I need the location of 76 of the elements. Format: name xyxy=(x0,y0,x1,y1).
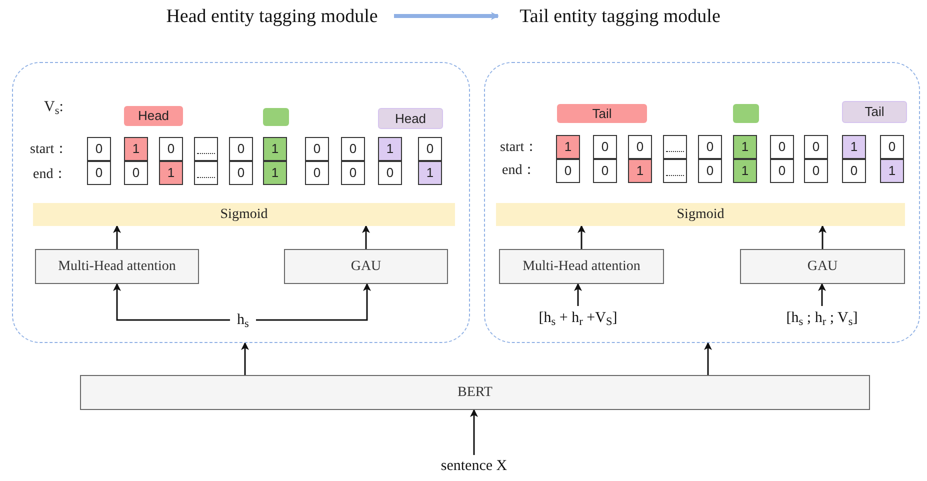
ellipsis-cell xyxy=(194,161,218,185)
row-label: start： xyxy=(30,141,68,159)
arrow xyxy=(256,283,371,321)
row-label: end： xyxy=(33,166,68,184)
tag-cell: 0 xyxy=(87,137,111,161)
tag-box xyxy=(733,104,759,123)
tag-cell: 1 xyxy=(628,159,652,183)
tag-label: Head xyxy=(378,108,443,129)
ellipsis-cell xyxy=(663,135,687,159)
tag-cell: 0 xyxy=(770,135,794,159)
arrow xyxy=(578,225,586,249)
tag-cell: 1 xyxy=(263,161,287,185)
arrow xyxy=(470,409,478,455)
arrow xyxy=(394,12,499,20)
tag-cell: 0 xyxy=(159,137,183,161)
tag-cell: 1 xyxy=(556,135,580,159)
process-box: GAU xyxy=(284,249,448,284)
tag-cell: 1 xyxy=(418,161,442,185)
tag-cell: 1 xyxy=(263,137,287,161)
ellipsis-cell xyxy=(194,137,218,161)
tag-cell: 0 xyxy=(804,135,828,159)
tag-cell: 0 xyxy=(87,161,111,185)
input-label: [h$_{s}$ + h$_{r}$ +V$_{S}$] xyxy=(528,306,628,330)
module-title: Head entity tagging module xyxy=(165,5,379,29)
arrow xyxy=(362,225,370,249)
tag-cell: 1 xyxy=(880,159,904,183)
tag-cell: 0 xyxy=(698,159,722,183)
tag-cell: 1 xyxy=(159,161,183,185)
tag-cell: 0 xyxy=(556,159,580,183)
tag-cell: 1 xyxy=(842,135,866,159)
tag-cell: 1 xyxy=(733,135,757,159)
process-box: Multi-Head attention xyxy=(35,249,199,284)
tag-cell: 1 xyxy=(733,159,757,183)
row-label: V$_{s}$: xyxy=(44,98,64,118)
tag-cell: 0 xyxy=(770,159,794,183)
tag-cell: 0 xyxy=(842,159,866,183)
tag-cell: 0 xyxy=(698,135,722,159)
sigmoid-bar: Sigmoid xyxy=(33,203,455,226)
tag-cell: 0 xyxy=(593,159,617,183)
tag-cell: 1 xyxy=(124,137,148,161)
tag-cell: 0 xyxy=(305,161,329,185)
tag-cell: 0 xyxy=(229,161,253,185)
row-label: start： xyxy=(500,139,538,157)
arrow xyxy=(818,283,826,306)
process-box: Multi-Head attention xyxy=(499,249,664,284)
arrow xyxy=(241,342,249,375)
row-label: end： xyxy=(502,162,536,180)
tag-cell: 0 xyxy=(880,135,904,159)
input-label: [h$_{s}$ ; h$_{r}$ ; V$_{s}$] xyxy=(772,306,872,330)
arrow xyxy=(113,283,230,321)
tag-cell: 0 xyxy=(124,161,148,185)
tag-cell: 0 xyxy=(418,137,442,161)
tag-cell: 0 xyxy=(593,135,617,159)
module-title: Tail entity tagging module xyxy=(518,5,722,29)
tag-cell: 1 xyxy=(378,137,402,161)
tag-cell: 0 xyxy=(378,161,402,185)
tag-label: Head xyxy=(124,106,183,126)
input-label: h$_{s}$ xyxy=(230,308,256,332)
tag-box xyxy=(263,108,289,126)
tag-cell: 0 xyxy=(804,159,828,183)
tag-label: Tail xyxy=(842,101,907,123)
tag-cell: 0 xyxy=(305,137,329,161)
arrow xyxy=(704,342,712,375)
arrow xyxy=(574,283,582,306)
process-box: GAU xyxy=(740,249,905,284)
tag-cell: 0 xyxy=(341,161,365,185)
sigmoid-bar: Sigmoid xyxy=(496,203,905,226)
encoder-box: BERT xyxy=(80,375,870,410)
ellipsis-cell xyxy=(663,159,687,183)
tag-label: Tail xyxy=(557,104,647,123)
tag-cell: 0 xyxy=(628,135,652,159)
input-label: sentence X xyxy=(424,455,524,477)
arrow xyxy=(113,225,121,249)
tag-cell: 0 xyxy=(229,137,253,161)
tag-cell: 0 xyxy=(341,137,365,161)
arrow xyxy=(818,225,826,249)
